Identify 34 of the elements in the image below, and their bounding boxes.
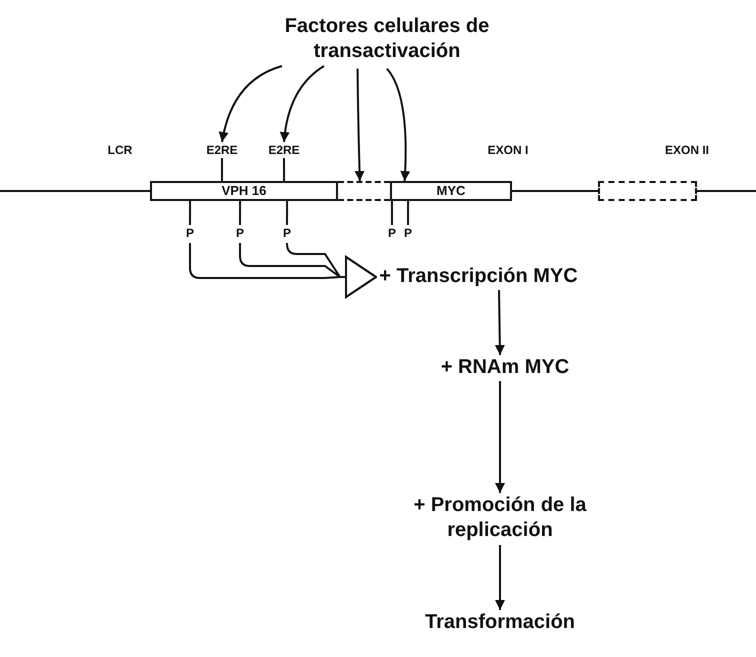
leader-line bbox=[283, 158, 286, 181]
step-text: + RNAm MYC bbox=[405, 355, 605, 381]
arrow bbox=[495, 381, 505, 493]
leader-line bbox=[221, 158, 223, 181]
step-text: + Transcripción MYC bbox=[376, 264, 581, 290]
arrow bbox=[494, 290, 505, 356]
step-text: Transformación bbox=[400, 610, 600, 636]
region-label: EXON II bbox=[664, 142, 710, 158]
promoter-label: P bbox=[385, 225, 399, 241]
dashed-gap-box bbox=[338, 181, 390, 201]
region-label: EXON I bbox=[486, 142, 530, 158]
promoter-label: P bbox=[401, 225, 415, 241]
site-label: E2RE bbox=[200, 142, 244, 158]
site-label: E2RE bbox=[262, 142, 306, 158]
step-text: + Promoción de la replicación bbox=[385, 493, 615, 545]
arrow bbox=[219, 65, 282, 142]
promoter-label: P bbox=[233, 225, 247, 241]
arrow bbox=[280, 65, 325, 142]
arrow bbox=[495, 545, 505, 610]
leader-line bbox=[390, 201, 393, 225]
gene-box: MYC bbox=[390, 181, 512, 201]
arrow bbox=[286, 242, 377, 298]
promoter-label: P bbox=[280, 225, 294, 241]
region-label: LCR bbox=[106, 142, 134, 158]
leader-line bbox=[286, 201, 288, 225]
gene-box: VPH 16 bbox=[150, 181, 338, 201]
caption-text: Factores celulares de transactivación bbox=[282, 14, 492, 66]
leader-line bbox=[239, 201, 242, 225]
dashed-exon-box bbox=[598, 181, 697, 201]
promoter-label: P bbox=[183, 225, 197, 241]
arrow bbox=[386, 68, 410, 182]
leader-line bbox=[407, 201, 410, 225]
arrow bbox=[354, 68, 365, 182]
leader-line bbox=[189, 201, 192, 225]
